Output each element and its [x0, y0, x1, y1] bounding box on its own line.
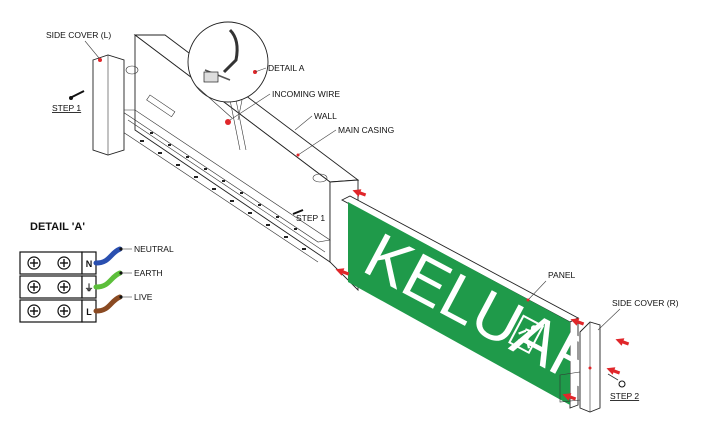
- detail-a-magnifier: [187, 21, 269, 121]
- screw-icon: [607, 373, 626, 388]
- marker-dot: [98, 58, 102, 62]
- terminal-screw-icon: [27, 304, 41, 318]
- marker-dot: [588, 366, 592, 370]
- terminal-screw-icon: [57, 256, 71, 270]
- label-detail-a: DETAIL A: [268, 63, 305, 73]
- side-cover-right: [579, 321, 601, 413]
- wire-neutral: [93, 246, 123, 266]
- red-arrow-icon: [352, 189, 367, 197]
- side-cover-left: [92, 54, 125, 156]
- casing-inner-tray: [119, 109, 331, 243]
- terminal-row: ⏚ EARTH: [19, 268, 163, 299]
- detail-a-terminal-block: DETAIL 'A' N NEUTRAL ⏚ EARTH L LIVE: [19, 221, 174, 323]
- led-strip: [140, 132, 306, 250]
- red-arrow-icon: [615, 338, 630, 346]
- detail-a-title: DETAIL 'A': [30, 221, 85, 233]
- driver-board: [146, 94, 176, 118]
- screw-icon: [69, 90, 85, 100]
- terminal-screw-icon: [57, 304, 71, 318]
- wire-label: EARTH: [134, 268, 163, 278]
- label-incoming-wire: INCOMING WIRE: [272, 89, 340, 99]
- sign-panel: KELUAR: [341, 195, 613, 409]
- callout-labels: SIDE COVER (L) STEP 1 DETAIL A INCOMING …: [46, 30, 679, 401]
- red-arrow-icon: [606, 367, 621, 375]
- label-step2: STEP 2: [610, 391, 639, 401]
- label-main-casing: MAIN CASING: [338, 125, 394, 135]
- label-step1-casing: STEP 1: [296, 213, 325, 223]
- wire-earth: [93, 270, 123, 290]
- red-arrow-icon: [335, 268, 350, 276]
- assembly-arrows: [335, 189, 630, 401]
- red-arrow-icon: [562, 393, 577, 401]
- cable-hole: [312, 173, 328, 183]
- red-arrow-icon: [570, 318, 585, 326]
- sign-face: [348, 202, 570, 405]
- terminal-row: L LIVE: [19, 292, 153, 323]
- marker-dot: [225, 119, 231, 125]
- sign-text: KELUAR: [353, 219, 613, 403]
- screw-icon: [292, 209, 304, 215]
- label-step1-left: STEP 1: [52, 103, 81, 113]
- running-man-icon: [508, 314, 545, 355]
- wire-live: [93, 294, 123, 314]
- wire-label: LIVE: [134, 292, 153, 302]
- terminal-letter: ⏚: [84, 283, 93, 293]
- terminal-screw-icon: [57, 280, 71, 294]
- label-side-cover-r: SIDE COVER (R): [612, 298, 679, 308]
- terminal-row: N NEUTRAL: [19, 244, 174, 275]
- label-side-cover-l: SIDE COVER (L): [46, 30, 111, 40]
- label-panel: PANEL: [548, 270, 576, 280]
- label-wall: WALL: [314, 111, 337, 121]
- terminal-letter: N: [86, 259, 93, 269]
- terminal-screw-icon: [27, 256, 41, 270]
- cable-hole: [125, 65, 139, 75]
- terminal-letter: L: [86, 307, 92, 317]
- terminal-screw-icon: [27, 280, 41, 294]
- wire-label: NEUTRAL: [134, 244, 174, 254]
